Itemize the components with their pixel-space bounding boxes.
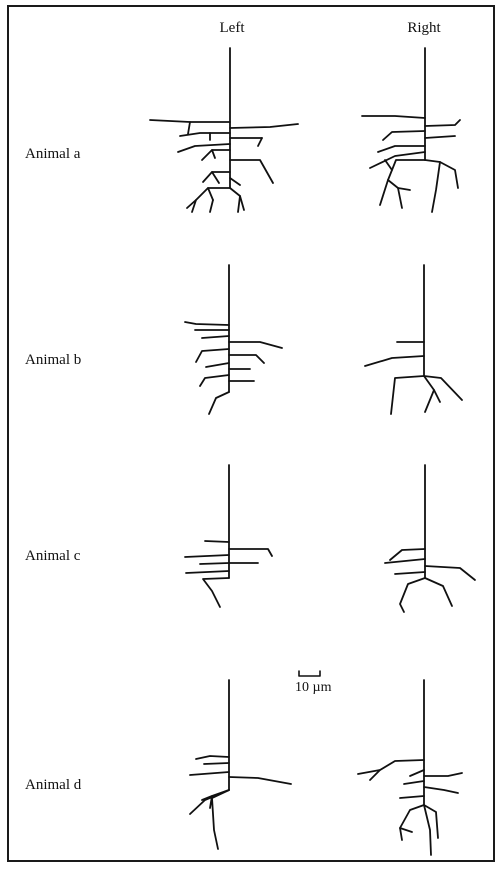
- tracing-animal-d-left: [190, 680, 291, 849]
- tracing-animal-d-right: [358, 680, 462, 855]
- tracing-animal-c-right: [385, 465, 475, 612]
- tracing-animal-b-left: [185, 265, 282, 414]
- scale-bar: [299, 671, 320, 676]
- tracing-animal-b-right: [365, 265, 462, 414]
- tracing-animal-a-right: [362, 48, 460, 212]
- tracing-animal-c-left: [185, 465, 272, 607]
- tracing-animal-a-left: [150, 48, 298, 212]
